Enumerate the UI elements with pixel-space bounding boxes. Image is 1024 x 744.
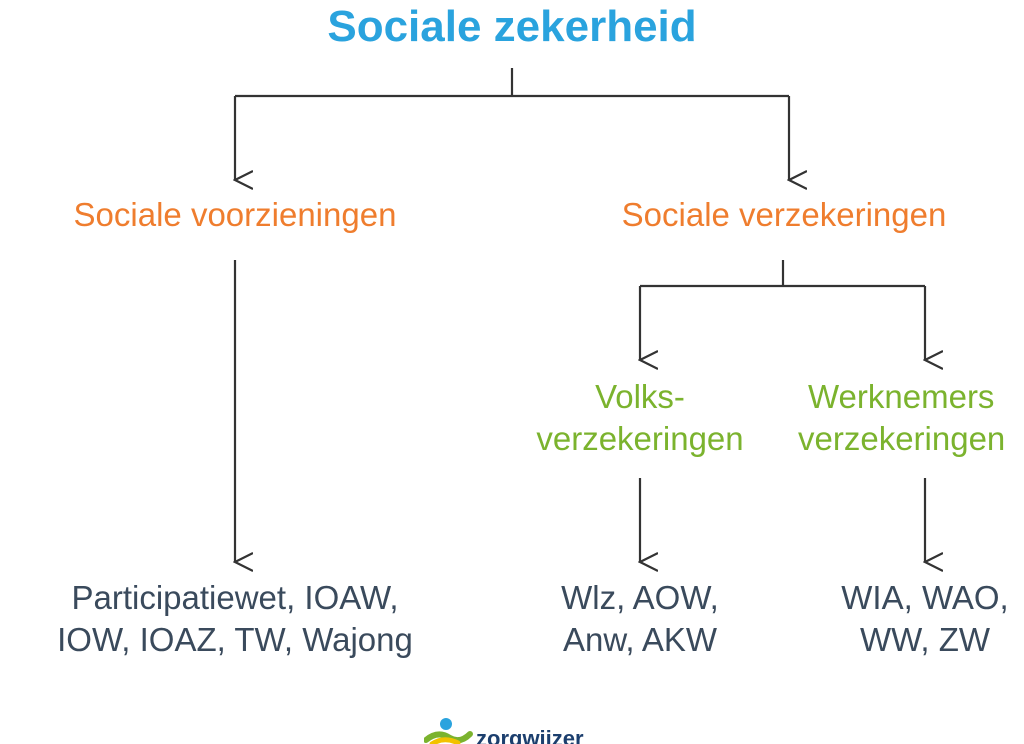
zorgwijzer-logo: zorgwijzer: [424, 716, 624, 744]
laws-werknemers-line2: WW, ZW: [859, 621, 991, 658]
laws-werknemersverzekeringen: WIA, WAO, WW, ZW: [826, 577, 1024, 661]
node-volks-line2: verzekeringen: [536, 420, 744, 457]
node-werknemersverzekeringen: Werknemers verzekeringen: [798, 376, 1024, 460]
zorgwijzer-logo-icon: [424, 718, 473, 744]
laws-volks-line1: Wlz, AOW,: [561, 579, 719, 616]
laws-werknemers-line1: WIA, WAO,: [841, 579, 1009, 616]
node-sociale-verzekeringen: Sociale verzekeringen: [621, 196, 947, 233]
node-volks-line1: Volks-: [595, 378, 685, 415]
node-sociale-voorzieningen: Sociale voorzieningen: [73, 196, 397, 233]
diagram-title: Sociale zekerheid: [327, 2, 697, 51]
zorgwijzer-logo-text: zorgwijzer: [476, 726, 584, 744]
laws-left-line1: Participatiewet, IOAW,: [71, 579, 399, 616]
laws-left-line2: IOW, IOAZ, TW, Wajong: [57, 621, 413, 658]
node-werknemers-line2: verzekeringen: [798, 420, 1006, 457]
laws-volksverzekeringen: Wlz, AOW, Anw, AKW: [540, 577, 740, 661]
node-werknemers-line1: Werknemers: [808, 378, 995, 415]
node-volksverzekeringen: Volks- verzekeringen: [510, 376, 770, 460]
laws-sociale-voorzieningen: Participatiewet, IOAW, IOW, IOAZ, TW, Wa…: [20, 577, 450, 661]
laws-volks-line2: Anw, AKW: [562, 621, 718, 658]
